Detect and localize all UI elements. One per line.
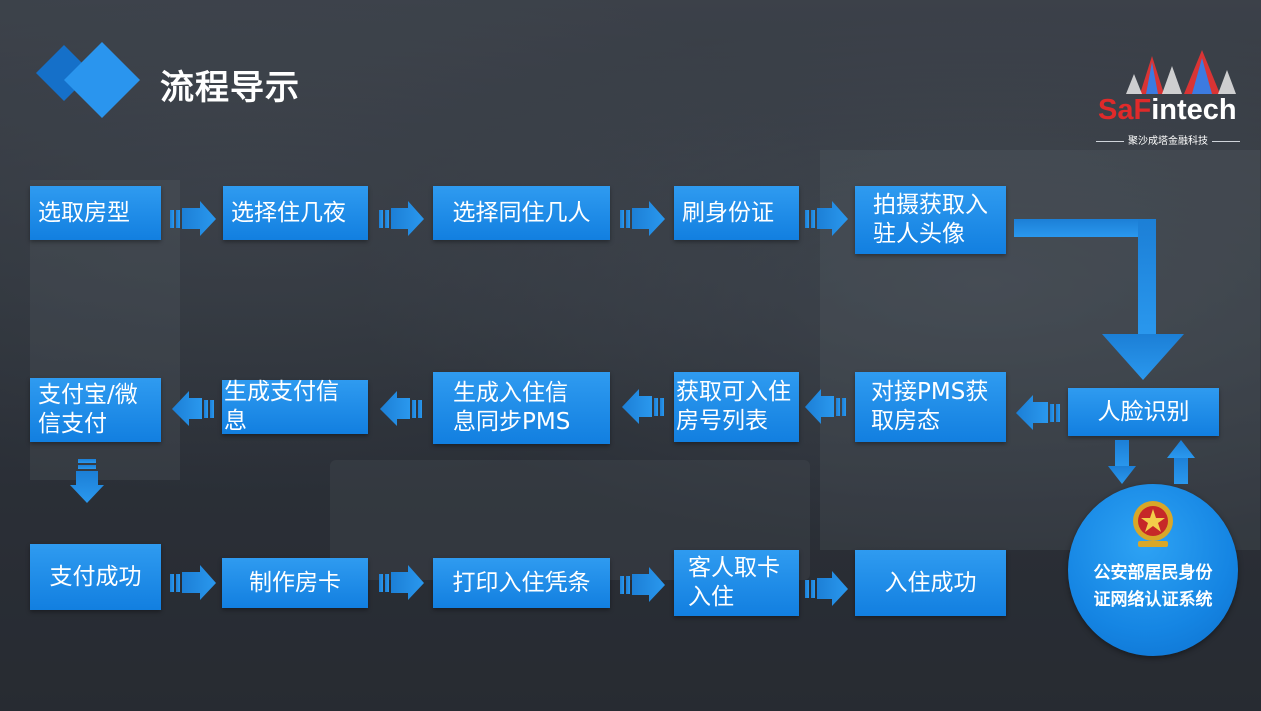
- step-label-line1: 客人取卡: [688, 555, 780, 582]
- arrow-right-icon: [170, 201, 216, 236]
- police-system-line1: 公安部居民身份: [1093, 563, 1213, 583]
- arrow-right-icon: [379, 565, 424, 600]
- step-label-line1: 获取可入住: [676, 379, 791, 406]
- step-label-line2: 入住: [688, 584, 734, 610]
- arrow-left-icon: [805, 389, 846, 424]
- step-label-line1: 支付宝/微: [38, 382, 138, 409]
- step-select-guests: 选择同住几人: [433, 186, 610, 240]
- step-print-receipt: 打印入住凭条: [433, 558, 610, 608]
- arrow-right-icon: [805, 571, 848, 606]
- arrow-down-icon: [70, 459, 104, 503]
- step-face-recognition: 人脸识别: [1068, 388, 1219, 436]
- step-label: 制作房卡: [249, 569, 341, 596]
- arrow-right-icon: [379, 201, 424, 236]
- step-scan-id-card: 刷身份证: [674, 186, 799, 240]
- step-label: 生成支付信息: [224, 379, 339, 434]
- arrow-left-icon: [622, 389, 664, 424]
- page-title: 流程导示: [160, 68, 300, 108]
- arrow-right-icon: [620, 201, 665, 236]
- step-label: 选择同住几人: [452, 199, 591, 226]
- police-system-label: 公安部居民身份 证网络认证系统: [1074, 560, 1232, 614]
- step-label: 选取房型: [38, 199, 130, 226]
- step-checkin-success: 入住成功: [855, 550, 1006, 616]
- arrow-elbow-down-icon: [1014, 219, 1184, 380]
- step-pms-room-status: 对接PMS获 取房态: [855, 372, 1006, 442]
- step-label-line2: 信支付: [38, 411, 107, 437]
- step-label-line2: 驻人头像: [873, 221, 965, 247]
- step-label-line1: 生成入住信: [453, 380, 568, 407]
- step-label: 人脸识别: [1097, 398, 1190, 425]
- arrow-left-icon: [1016, 395, 1060, 430]
- step-label: 选择住几夜: [231, 199, 346, 226]
- arrow-right-icon: [620, 567, 665, 602]
- diamond-logo-icon: [36, 42, 140, 118]
- step-label-line1: 对接PMS获: [871, 379, 989, 406]
- arrow-up-icon: [1167, 440, 1195, 484]
- triangle-pattern-icon: [1126, 50, 1236, 94]
- step-select-nights: 选择住几夜: [223, 186, 368, 240]
- step-label: 打印入住凭条: [452, 569, 591, 596]
- step-label: 刷身份证: [682, 199, 774, 226]
- arrow-left-icon: [380, 391, 422, 426]
- step-sync-to-pms: 生成入住信 息同步PMS: [433, 372, 610, 444]
- arrow-left-icon: [172, 391, 214, 426]
- arrow-right-icon: [170, 565, 216, 600]
- police-emblem-icon: [1133, 501, 1173, 547]
- brand-logo: SaFintech 聚沙成塔金融科技: [1092, 46, 1252, 147]
- step-payment-success: 支付成功: [30, 544, 161, 610]
- brand-name-red: Sa: [1098, 94, 1134, 126]
- step-select-room-type: 选取房型: [30, 186, 161, 240]
- arrow-down-icon: [1108, 440, 1136, 484]
- step-generate-payment-info: 生成支付信息: [222, 379, 368, 434]
- step-label-line2: 取房态: [871, 408, 940, 434]
- step-label-line2: 房号列表: [676, 408, 768, 434]
- step-take-card: 客人取卡 入住: [674, 550, 799, 616]
- arrow-right-icon: [805, 201, 848, 236]
- step-label-line2: 息同步PMS: [453, 409, 571, 435]
- brand-name: SaFintech: [1098, 94, 1237, 127]
- step-get-room-list: 获取可入住 房号列表: [674, 372, 799, 442]
- brand-name-f: F: [1133, 94, 1152, 126]
- step-capture-photo: 拍摄获取入 驻人头像: [855, 186, 1006, 254]
- step-label: 入住成功: [884, 569, 977, 596]
- police-system-line2: 证网络认证系统: [1093, 590, 1213, 610]
- step-make-room-card: 制作房卡: [222, 558, 368, 608]
- brand-name-rest: intech: [1151, 94, 1237, 126]
- brand-subtitle: 聚沙成塔金融科技: [1092, 132, 1244, 147]
- step-label-line1: 拍摄获取入: [873, 192, 988, 219]
- step-pay-method: 支付宝/微 信支付: [30, 378, 161, 442]
- step-label: 支付成功: [49, 563, 142, 590]
